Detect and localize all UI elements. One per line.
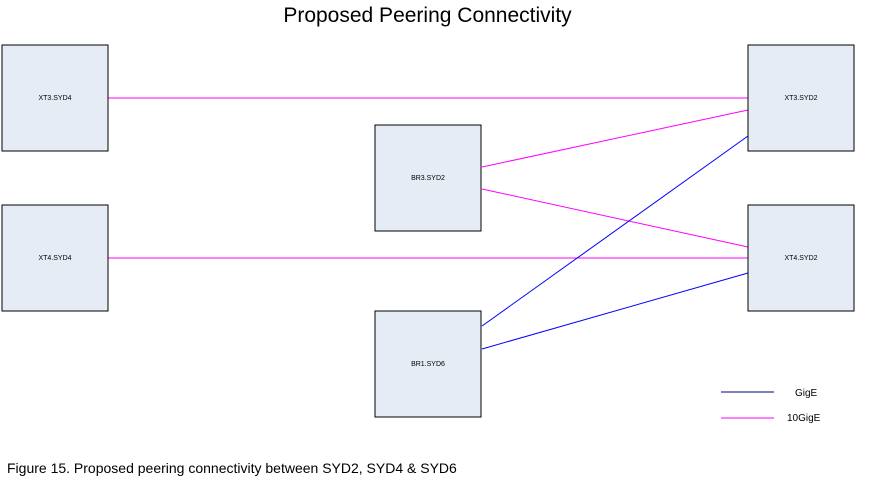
node-xt3-syd4: XT3.SYD4 <box>1 44 109 152</box>
node-label: XT3.SYD4 <box>38 95 71 102</box>
node-label: BR3.SYD2 <box>411 175 445 182</box>
legend-gige-label: GigE <box>795 388 818 399</box>
node-label: XT4.SYD2 <box>784 255 817 262</box>
link-br3syd2-xt3syd2 <box>481 109 749 168</box>
figure-caption: Figure 15. Proposed peering connectivity… <box>7 460 457 476</box>
node-br1-syd6: BR1.SYD6 <box>374 310 482 418</box>
link-br1syd6-xt4syd2 <box>481 272 749 350</box>
diagram-title: Proposed Peering Connectivity <box>283 4 572 27</box>
node-label: BR1.SYD6 <box>411 361 445 368</box>
link-br3syd2-xt4syd2 <box>481 188 749 248</box>
node-br3-syd2: BR3.SYD2 <box>374 124 482 232</box>
legend-10gige-label: 10GigE <box>787 413 821 424</box>
node-xt4-syd2: XT4.SYD2 <box>747 204 855 312</box>
node-label: XT3.SYD2 <box>784 95 817 102</box>
link-br1syd6-xt3syd2 <box>481 135 749 327</box>
node-label: XT4.SYD4 <box>38 255 71 262</box>
node-xt3-syd2: XT3.SYD2 <box>747 44 855 152</box>
node-xt4-syd4: XT4.SYD4 <box>1 204 109 312</box>
legend: GigE 10GigE <box>721 388 821 424</box>
